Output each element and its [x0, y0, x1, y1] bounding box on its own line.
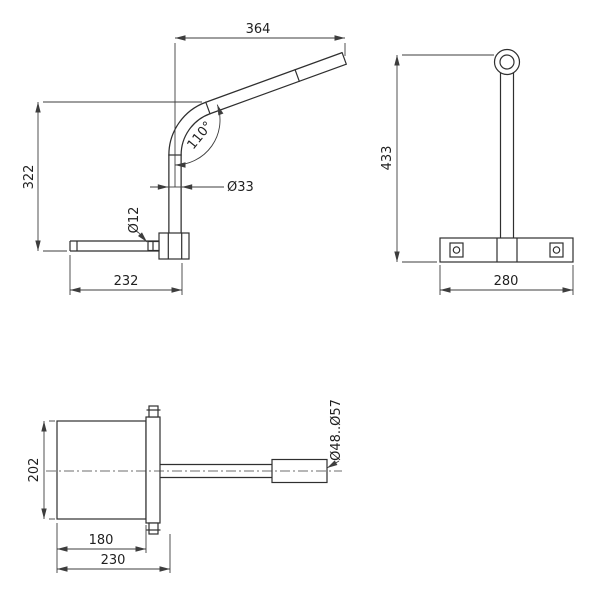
label-bolt-diameter: Ø12: [127, 207, 148, 243]
dim-text-232: 232: [114, 274, 139, 289]
leader-line: [326, 460, 340, 469]
label-sleeve-diameter: Ø48..Ø57: [326, 399, 344, 469]
leader-line: [137, 231, 148, 243]
dim-text-202: 202: [27, 458, 42, 483]
arm-sleeve-joint: [294, 68, 301, 83]
bolt-head: [148, 405, 159, 418]
flange-bolt-bottom: [146, 522, 161, 535]
side-mount-bar: [69, 240, 159, 252]
dim-text-433: 433: [380, 146, 395, 171]
dim-text-364: 364: [246, 22, 271, 37]
right-bolt-plate: [549, 242, 564, 258]
dim-base-length: 232: [69, 255, 183, 295]
dim-text-280: 280: [494, 274, 519, 289]
label-tube-diameter: Ø33: [150, 180, 254, 195]
dim-text-180: 180: [89, 533, 114, 548]
right-bolt-hole: [552, 246, 561, 254]
angle-arc: [174, 104, 224, 168]
bolt-head: [148, 522, 159, 535]
dim-bar-width: 280: [439, 265, 574, 295]
bent-arm-fill: [169, 53, 347, 258]
flange-bolt-top: [146, 405, 161, 418]
arm-end-cap: [341, 51, 348, 65]
arm-end-inner-circle: [499, 54, 515, 70]
label-text-sleeve-dia: Ø48..Ø57: [329, 399, 344, 461]
dim-total-height: 433: [380, 54, 494, 263]
side-clamp: [147, 232, 190, 260]
label-text-bolt-dia: Ø12: [127, 207, 142, 234]
dim-box-depth: 202: [27, 420, 55, 520]
arm-end-outer-circle: [493, 48, 521, 76]
flange-plate: [145, 416, 161, 524]
dim-text-322: 322: [22, 165, 37, 190]
left-bolt-hole: [452, 246, 461, 254]
dim-text-230: 230: [101, 553, 126, 568]
clamp-body: [158, 232, 190, 260]
mount-box: [56, 420, 147, 520]
plan-view: 202 180 230 Ø48..Ø57: [27, 399, 344, 573]
side-view: 364 322 232 110° Ø33 Ø12: [22, 22, 348, 295]
dim-arm-height: 322: [22, 101, 202, 252]
dim-overall-width: 230: [57, 534, 171, 573]
front-view: 433 280: [380, 48, 574, 295]
label-text-tube-dia: Ø33: [227, 180, 254, 195]
dim-box-width: 180: [56, 523, 147, 573]
left-bolt-plate: [449, 242, 464, 258]
